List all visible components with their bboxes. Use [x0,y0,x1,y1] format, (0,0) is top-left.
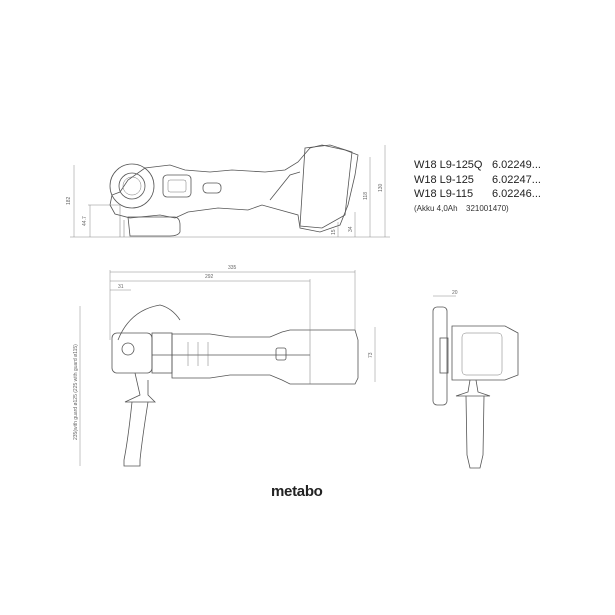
svg-text:130: 130 [378,183,384,192]
svg-text:31: 31 [118,284,124,290]
model-name: W18 L9-125Q [414,159,483,171]
battery-row: (Akku 4,0Ah 321001470) [414,202,541,217]
svg-text:292: 292 [205,274,214,280]
model-list: W18 L9-125Q 6.02249... W18 L9-125 6.02247.… [414,158,541,216]
svg-text:15: 15 [331,229,337,235]
model-number: 6.02249... [492,159,541,171]
svg-text:182: 182 [66,196,72,205]
svg-text:335: 335 [228,265,237,271]
svg-text:118: 118 [363,192,369,200]
model-row: W18 L9-115 6.02246... [414,187,541,202]
model-name: W18 L9-125 [414,173,474,186]
side-view: 182 44.7 118 130 15 34 [66,144,390,238]
svg-text:34: 34 [348,226,354,232]
brand-logo: metabo [271,483,323,500]
battery-label: (Akku 4,0Ah [414,203,458,213]
top-view: 335 292 31 73 235(with guard ø125 (225 w… [73,265,376,467]
battery-number: 321001470) [466,203,509,213]
svg-text:235(with guard ø125 (225 with: 235(with guard ø125 (225 with guard ø115… [73,344,79,440]
svg-text:73: 73 [368,352,374,358]
model-row: W18 L9-125Q 6.02249... [414,158,541,173]
svg-text:20: 20 [452,290,458,296]
model-number: 6.02247... [492,173,541,186]
model-name: W18 L9-115 [414,188,474,200]
model-row: W18 L9-125 6.02247... [414,173,541,188]
svg-text:44.7: 44.7 [82,216,88,226]
model-number: 6.02246... [492,188,541,200]
front-view: 20 [432,290,519,469]
